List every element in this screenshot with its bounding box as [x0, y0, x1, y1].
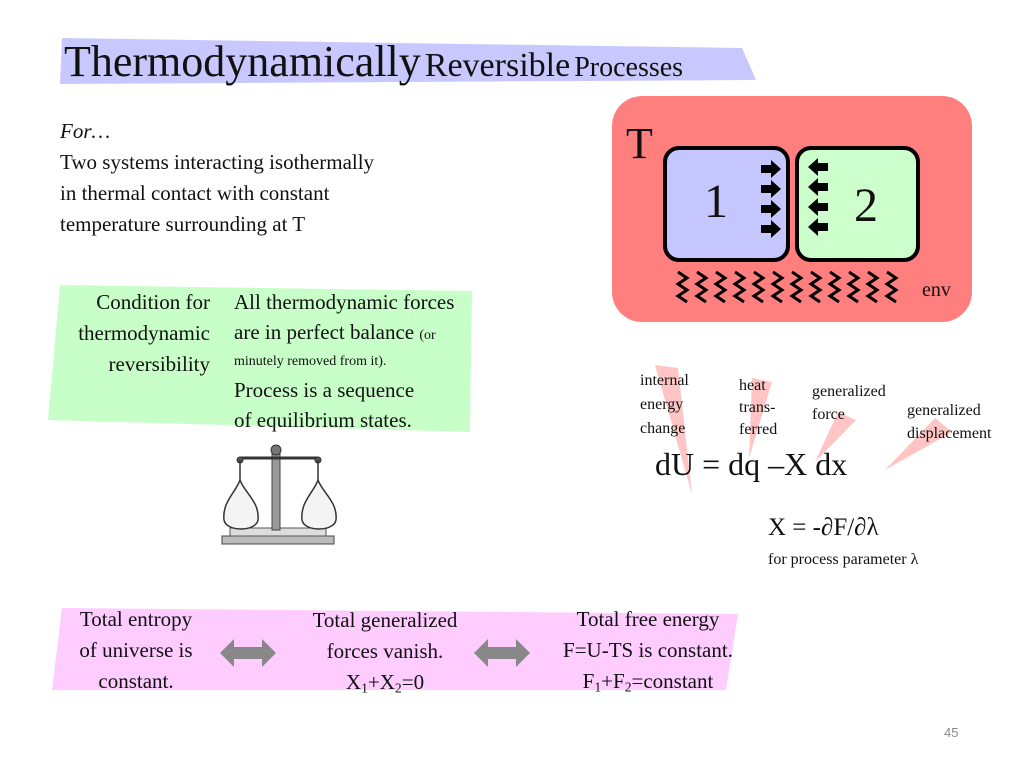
title-band [60, 38, 756, 84]
bottom-box-entropy: Total entropy of universe is constant. [79, 607, 193, 693]
system2-label: 2 [854, 179, 878, 232]
condition-text1-line-2b: (or [419, 328, 436, 343]
pointer-displacement [885, 418, 952, 470]
condition-label-line-3: reversibility [108, 352, 210, 376]
condition-label-line-1: Condition for [96, 290, 210, 314]
force-definition: X = -∂F/∂λ [768, 514, 879, 541]
term-internal-energy: internal energy change [640, 372, 689, 437]
condition-text1-line-2a: are in perfect balance [234, 320, 415, 344]
system1-box [663, 146, 790, 262]
force-arrows-left [808, 158, 828, 236]
condition-label: Condition for thermodynamic reversibilit… [78, 287, 210, 380]
condition-band [48, 285, 472, 432]
slide-title: Thermodynamically Reversible Processes [64, 36, 683, 98]
heat-exchange-squiggles [675, 270, 899, 304]
condition-text1-line-1: All thermodynamic forces [234, 290, 455, 314]
bottom-band [52, 608, 738, 690]
temperature-label: T [626, 119, 653, 168]
intro-line-1: For… [60, 119, 111, 143]
force-arrows-right [761, 160, 781, 238]
intro-line-4: temperature surrounding at T [60, 212, 306, 236]
term-generalized-displacement: generalized displacement [907, 402, 992, 442]
condition-text2-line-1: Process is a sequence [234, 378, 415, 402]
title-part-1: Thermodynamically [64, 37, 421, 86]
intro-line-3: in thermal contact with constant [60, 181, 330, 205]
page-number: 45 [944, 725, 959, 740]
title-part-3: Processes [574, 52, 684, 83]
condition-text2-line-2: of equilibrium states. [234, 408, 412, 432]
bottom-box-free-energy: Total free energy F=U-TS is constant. F1… [563, 607, 733, 695]
intro-line-2: Two systems interacting isothermally [60, 150, 375, 174]
double-arrow-right [474, 639, 530, 667]
bottom-box-forces: Total generalized forces vanish. X1+X2=0 [312, 608, 458, 696]
balance-scale-icon [221, 444, 337, 545]
condition-label-line-2: thermodynamic [78, 321, 210, 345]
condition-text: All thermodynamic forces are in perfect … [234, 287, 454, 435]
intro-text: For… Two systems interacting isothermall… [60, 116, 374, 240]
system1-label: 1 [704, 175, 728, 228]
pointer-internal-energy [655, 365, 692, 494]
pointer-force [815, 412, 856, 462]
title-part-2: Reversible [424, 47, 571, 84]
pointer-heat [749, 378, 772, 458]
term-generalized-force: generalized force [812, 383, 886, 423]
term-heat-transferred: heat trans- ferred [739, 377, 778, 438]
force-note: for process parameter λ [768, 551, 919, 568]
condition-text1-line-3: minutely removed from it). [234, 354, 387, 369]
double-arrow-left [220, 639, 276, 667]
env-label: env [922, 279, 951, 301]
system2-box [795, 146, 920, 262]
main-equation: dU = dq –X dx [655, 446, 848, 482]
